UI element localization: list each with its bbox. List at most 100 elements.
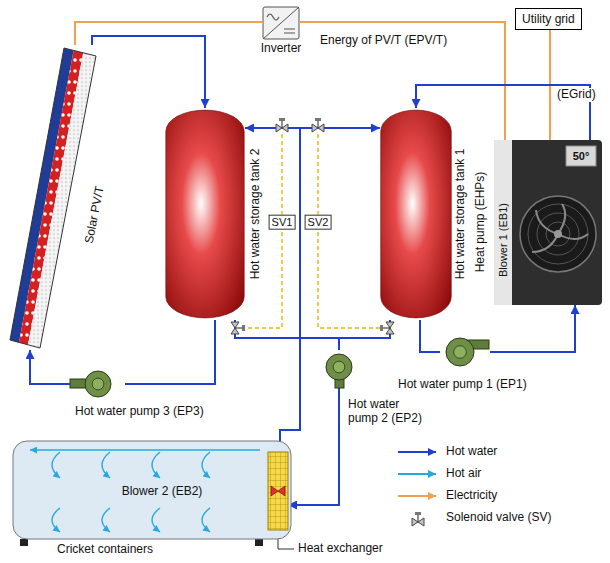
legend-label: Hot water [446, 445, 497, 459]
heat-exchanger: Heat exchanger [268, 452, 288, 530]
display-reading: 50° [571, 150, 592, 163]
power-line [75, 22, 262, 45]
part-label: Blower 2 (EB2) [122, 485, 203, 499]
drawing-polygon [19, 50, 83, 344]
drawing-rect [566, 146, 596, 166]
legend-label: Hot air [446, 467, 481, 481]
water-pipe [288, 388, 339, 505]
node-label: Inverter [261, 42, 302, 56]
drawing-path [52, 452, 60, 478]
drawing-rect [263, 7, 299, 39]
legend-sample [398, 452, 436, 496]
drawing-path [202, 452, 210, 478]
drawing-polygon [28, 53, 96, 348]
water-pipe [30, 350, 70, 384]
drawing-rect [166, 110, 244, 318]
drawing-polygon [271, 486, 285, 496]
drawing-circle [446, 338, 474, 366]
solenoid-valve [231, 118, 394, 334]
node-label: Hot water storage tank 1 [454, 149, 468, 280]
drawing-circle [454, 346, 467, 359]
drawing-rect [381, 110, 452, 318]
drawing-line [398, 473, 436, 475]
legend-label: Solenoid valve (SV) [446, 511, 551, 525]
heat-exchanger-shape [268, 452, 288, 530]
drawing-path [102, 452, 110, 478]
legend-label: Electricity [446, 489, 497, 503]
node-label: Hot water pump 1 (EP1) [398, 378, 527, 392]
drawing-use [312, 118, 324, 132]
drawing-polygon [10, 48, 96, 348]
drawing-circle [333, 361, 345, 373]
node-label: Utility grid [522, 12, 575, 26]
cricket-container: Cricket containersBlower 2 (EB2)Heat exc… [12, 440, 292, 540]
drawing-path [267, 14, 279, 20]
drawing-g [30, 450, 260, 532]
inverter-icon: Inverter [262, 6, 300, 40]
drawing-path [152, 508, 160, 532]
drawing-path [284, 29, 295, 33]
node-label: Hot water pump 3 (EP3) [75, 405, 204, 419]
inverter-icon-shape [262, 6, 300, 40]
drawing-circle [537, 213, 579, 255]
pump-icon-shape [320, 350, 358, 388]
water-pipe [339, 320, 390, 350]
pump-icon: Hot water pump 2 (EP2) [320, 350, 358, 388]
drawing-path [318, 134, 380, 328]
drawing-circle [546, 222, 570, 246]
storage-tank-shape [380, 108, 452, 320]
drawing-rect [20, 539, 28, 546]
drawing-circle [92, 378, 104, 390]
drawing-line [398, 495, 436, 497]
drawing-path [30, 449, 260, 450]
edge-label: (EGrid) [555, 88, 598, 102]
node-label: Hot water storage tank 2 [249, 149, 263, 280]
node-label: Solar PV/T [83, 185, 108, 245]
drawing-circle [85, 371, 111, 397]
water-pipe [245, 128, 300, 452]
storage-tank: Hot water storage tank 1 [380, 108, 452, 320]
edge-label: Energy of PV/T (EPV/T) [318, 34, 449, 48]
drawing-path [202, 508, 210, 532]
drawing-rect [255, 539, 263, 546]
drawing-polygon [19, 50, 83, 344]
drawing-path [102, 508, 110, 532]
control-line [246, 134, 380, 328]
node-label: Cricket containers [57, 543, 153, 557]
drawing-path [532, 204, 588, 252]
heat-pump: Heat pump (EHPs)Blower 1 (EB1) [494, 140, 602, 305]
legend-valve [412, 512, 424, 526]
node-label: Heat pump (EHPs) [474, 172, 488, 273]
drawing-circle [326, 354, 352, 380]
drawing-path [246, 134, 282, 328]
drawing-circle [528, 204, 588, 264]
drawing-polygon [28, 53, 96, 348]
valve-tag: SV1 [269, 215, 296, 230]
storage-tank-shape [165, 108, 245, 320]
pump-icon: Hot water pump 1 (EP1) [440, 335, 490, 370]
node-label: Heat exchanger [298, 542, 383, 556]
water-pipe [235, 320, 339, 350]
valve-tag: SV2 [305, 215, 332, 230]
drawing-path [152, 452, 160, 478]
drawing-rect [494, 140, 602, 305]
water-pipe [490, 305, 575, 352]
node-label: Hot water pump 2 (EP2) [348, 398, 428, 426]
drawing-line [263, 7, 299, 39]
drawing-use [380, 322, 394, 334]
drawing-use [276, 118, 288, 132]
storage-tank: Hot water storage tank 2 [165, 108, 245, 320]
drawing-rect [494, 140, 512, 305]
water-pipe [92, 36, 205, 108]
drawing-circle [520, 196, 596, 272]
drawing-rect [13, 441, 291, 539]
pvt-collector: Solar PV/T [8, 45, 100, 350]
water-pipe [125, 320, 215, 384]
grid-box: Utility grid [515, 8, 582, 30]
part-label: Blower 1 (EB1) [497, 203, 510, 277]
drawing-path [52, 508, 60, 532]
pvt-collector-shape [8, 45, 100, 350]
drawing-rect [268, 452, 288, 530]
pump-icon-shape [70, 368, 125, 400]
